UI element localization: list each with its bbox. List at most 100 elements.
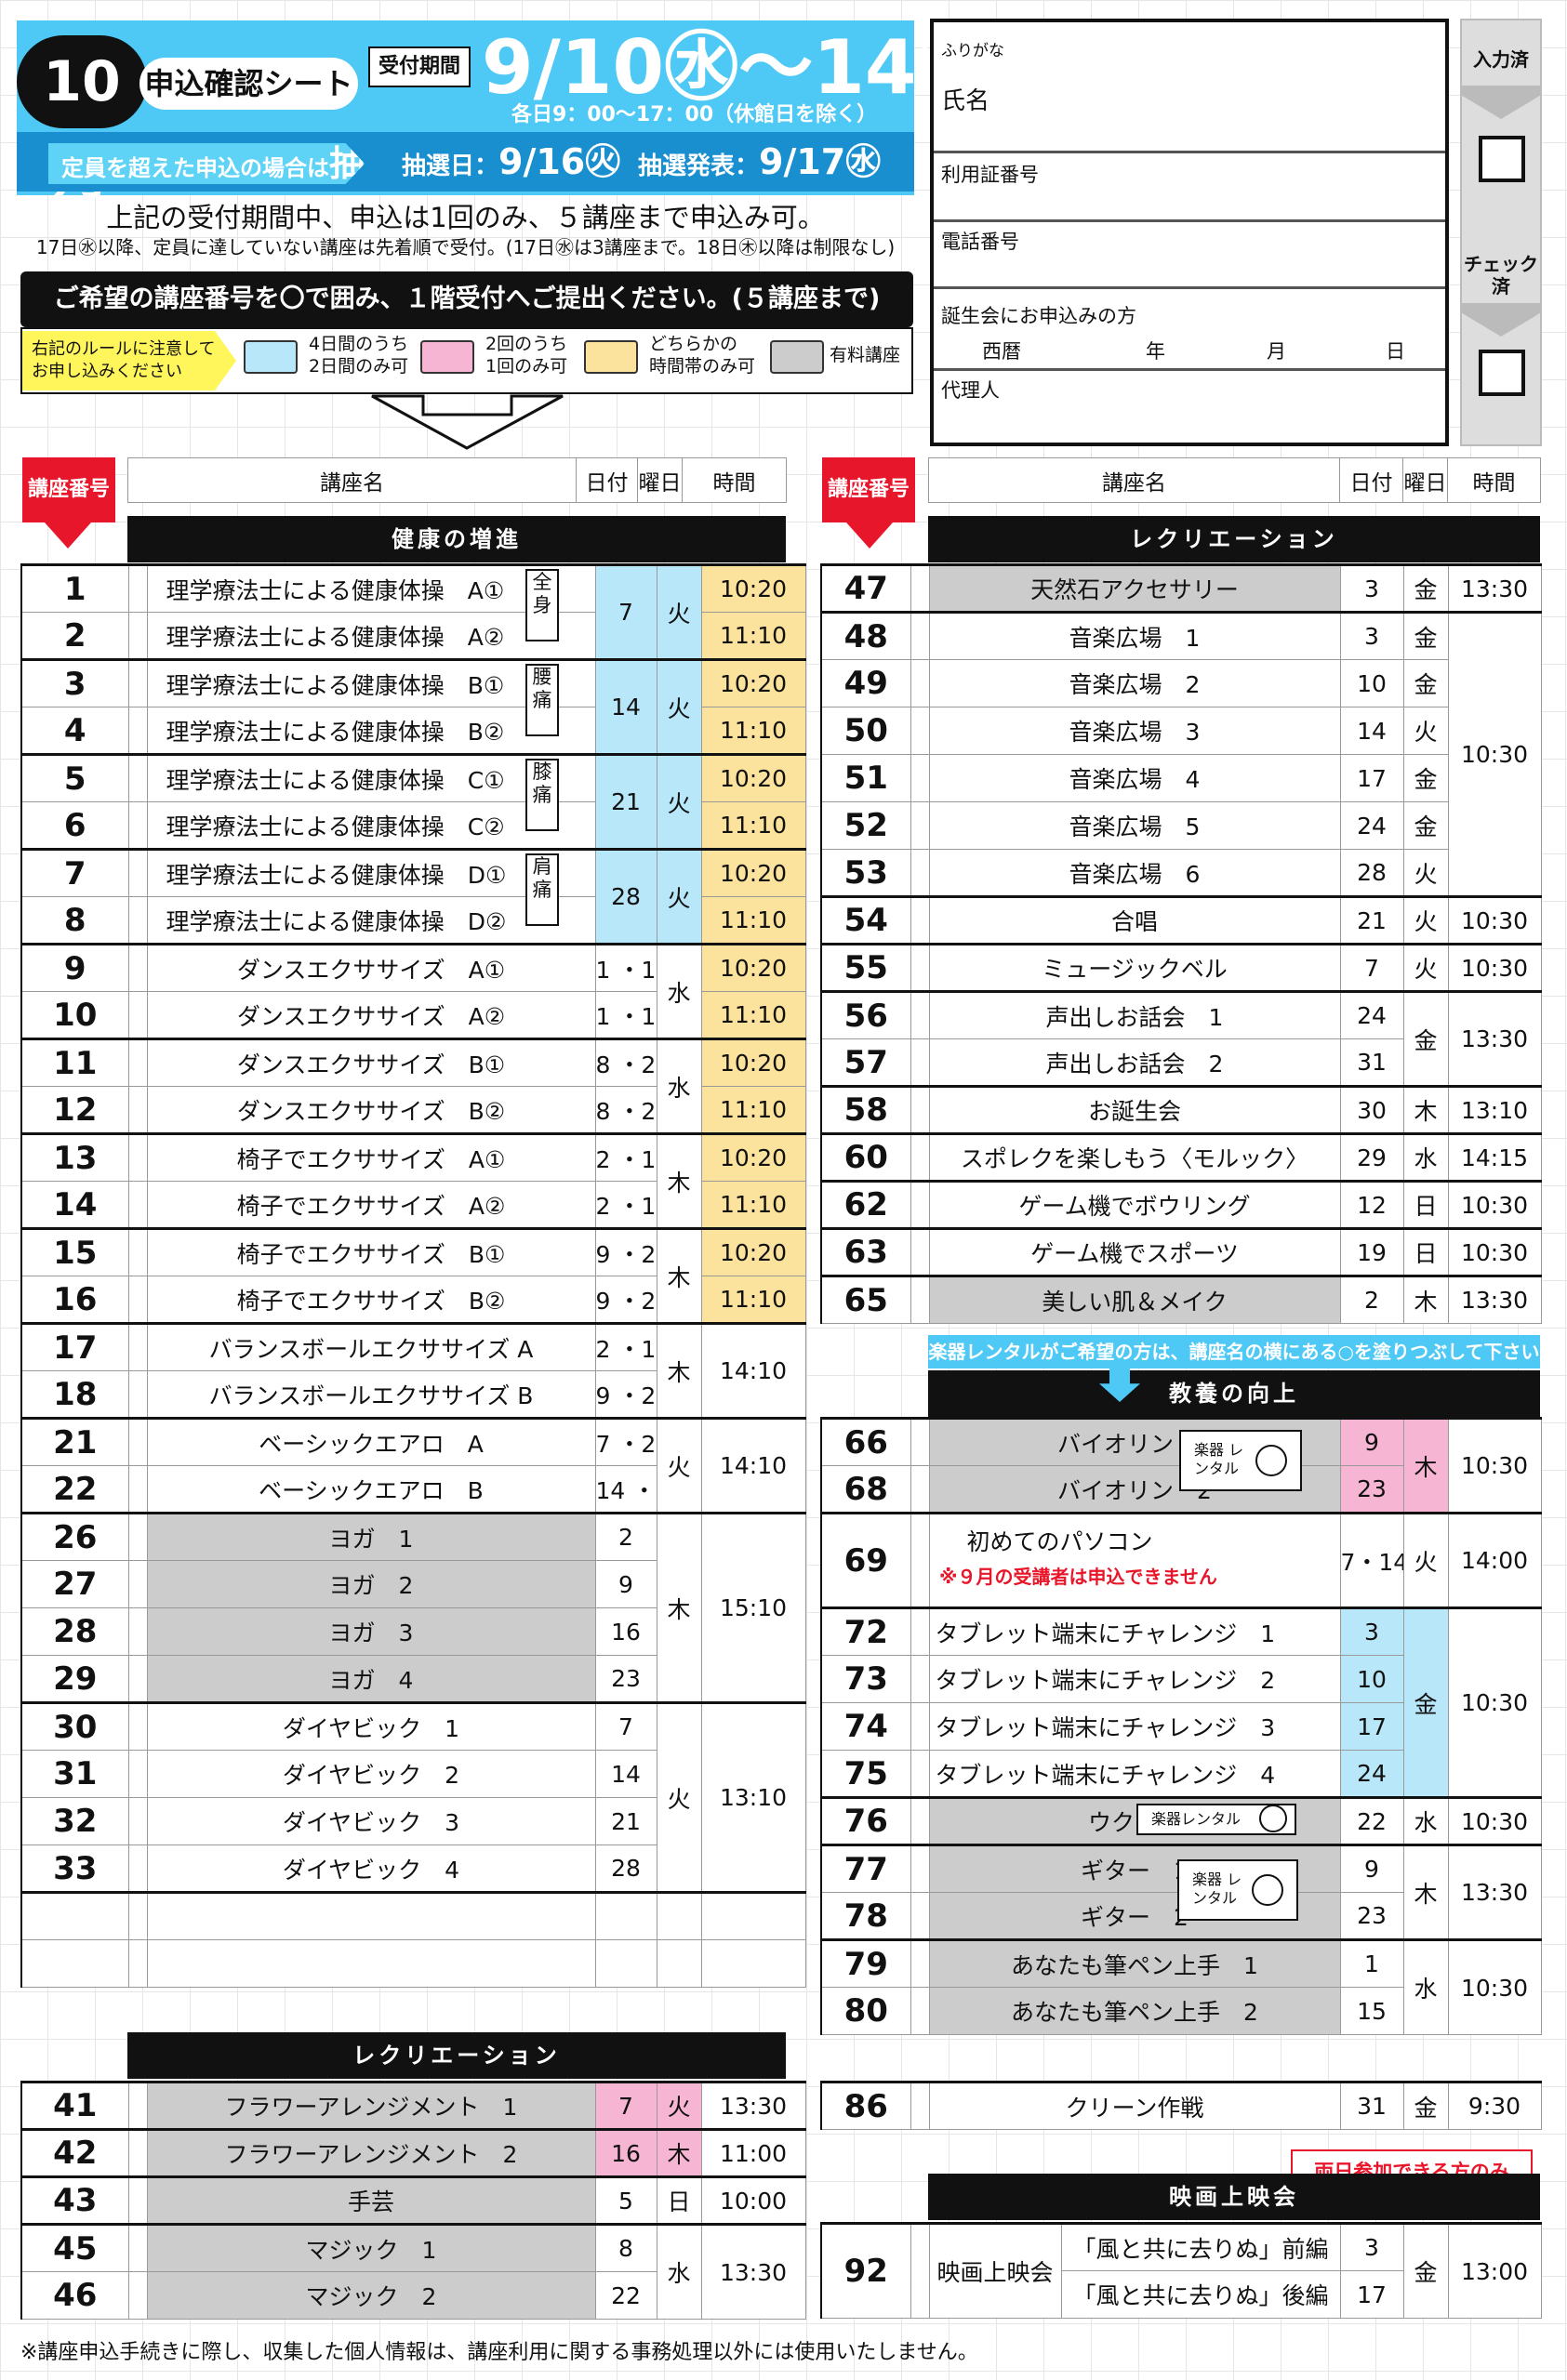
course-date: 24: [1339, 1750, 1404, 1798]
notice-main: 上記の受付期間中、申込は1回のみ、５講座まで申込み可。: [106, 202, 825, 233]
course-time: 14:15: [1447, 1132, 1542, 1182]
tag-shoulder-pain: 肩痛: [525, 853, 559, 926]
rental-circle-guitar[interactable]: [1252, 1874, 1283, 1906]
check-cell: [127, 1038, 148, 1087]
course-time: 10:30: [1447, 895, 1542, 945]
course-number: 16: [20, 1276, 129, 1324]
course-number: 56: [820, 990, 911, 1039]
movie-part: 「風と共に去りぬ」前編: [1060, 2222, 1341, 2271]
check-cell: [127, 707, 148, 755]
rental-circle-violin[interactable]: [1255, 1445, 1287, 1476]
course-number-tag: 講座番号: [822, 457, 915, 522]
check-cell: [127, 612, 148, 660]
check-cell: [127, 1655, 148, 1703]
section-health: 健康の増進: [127, 516, 786, 562]
rental-circle-ukulele[interactable]: [1259, 1805, 1287, 1832]
check-cell: [127, 1797, 148, 1845]
course-name: バランスボールエクササイズ B: [146, 1370, 596, 1419]
check-cell: [127, 1370, 148, 1419]
lottery-note: 定員を超えた申込の場合は抽選: [48, 143, 365, 184]
table-row[interactable]: [20, 1939, 806, 1988]
form-divider: [934, 286, 1445, 289]
course-date: 10: [1339, 659, 1404, 707]
check-cell: [127, 2128, 148, 2177]
course-weekday: 火: [656, 848, 702, 945]
input-done-checkbox[interactable]: [1479, 136, 1525, 182]
course-number: 78: [820, 1892, 911, 1940]
course-number: 27: [20, 1560, 129, 1608]
course-date: 23: [594, 1655, 657, 1703]
legend-label-grey: 有料講座: [830, 345, 901, 365]
check-done-checkbox[interactable]: [1479, 350, 1525, 396]
course-name: ダンスエクササイズ A①: [146, 943, 596, 992]
course-name: 声出しお話会 2: [928, 1038, 1341, 1087]
course-weekday: 火: [656, 563, 702, 660]
course-time: 10:20: [700, 753, 806, 802]
course-number: [20, 1939, 129, 1988]
course-date: 16: [594, 1607, 657, 1656]
table-row[interactable]: [20, 1891, 806, 1940]
course-name: 音楽広場 5: [928, 801, 1341, 850]
seireki-label: 西暦: [982, 340, 1021, 363]
left-column-header: 講座名日付曜日時間: [127, 457, 787, 503]
course-date: 7: [1339, 943, 1404, 992]
course-date: 31: [1339, 1038, 1404, 1087]
